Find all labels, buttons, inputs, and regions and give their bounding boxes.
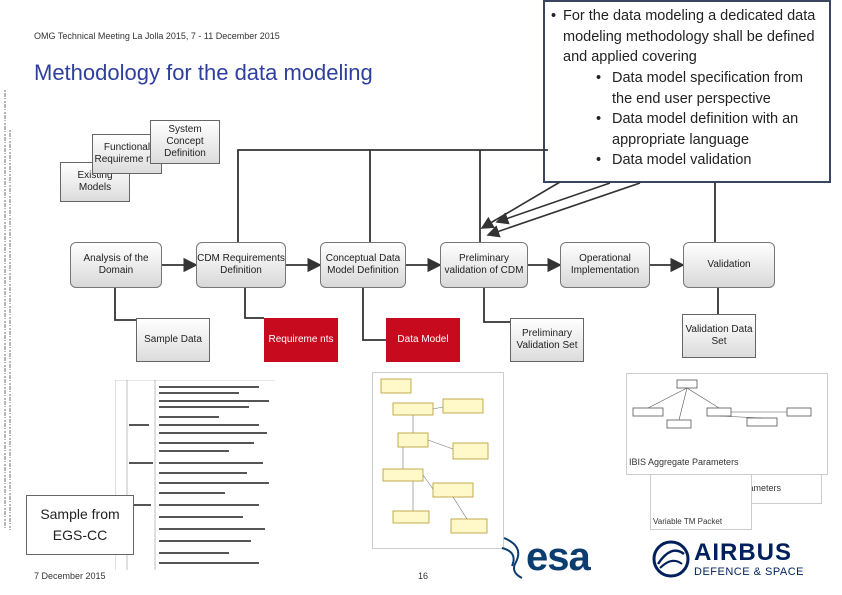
airbus-emblem-icon <box>652 540 690 578</box>
process-node: CDM Requirements Definition <box>196 242 286 288</box>
process-node: Operational Implementation <box>560 242 650 288</box>
airbus-subtitle: DEFENCE & SPACE <box>694 566 804 578</box>
callout-item: Data model definition with an appropriat… <box>596 109 822 150</box>
meeting-header: OMG Technical Meeting La Jolla 2015, 7 -… <box>34 31 280 41</box>
process-node: Conceptual Data Model Definition <box>320 242 406 288</box>
variable-tm-packet-thumbnail: Variable TM Packet <box>650 470 752 530</box>
footer-page-number: 16 <box>418 571 429 581</box>
process-node: Analysis of the Domain <box>70 242 162 288</box>
callout-main-bullet: For the data modeling a dedicated data m… <box>551 6 823 68</box>
sample-from-egs-cc-box: Sample from EGS-CC <box>26 495 134 555</box>
validation-data-set-box: Validation Data Set <box>682 314 756 358</box>
page-title: Methodology for the data modeling <box>34 60 373 85</box>
callout-item: Data model specification from the end us… <box>596 68 822 109</box>
aggregate-diagram <box>632 379 812 429</box>
callout-item: Data model validation <box>596 150 822 171</box>
legal-sidebar-text <box>4 90 11 530</box>
data-model-box: Data Model <box>386 318 460 362</box>
footer-date: 7 December 2015 <box>34 571 106 581</box>
esa-emblem-icon <box>501 537 523 579</box>
requirements-box: Requireme nts <box>264 318 338 362</box>
aggregate-parameters-thumbnail: IBIS Aggregate Parameters <box>626 373 828 475</box>
variable-tm-packet-label: Variable TM Packet <box>653 517 723 526</box>
aggregate-parameters-label: IBIS Aggregate Parameters <box>629 457 739 467</box>
esa-logo: esa <box>526 535 591 579</box>
requirements-table-thumbnail <box>115 380 275 570</box>
sample-data-box: Sample Data <box>136 318 210 362</box>
process-node: Preliminary validation of CDM <box>440 242 528 288</box>
preliminary-validation-set-box: Preliminary Validation Set <box>510 318 584 362</box>
airbus-logo-text: AIRBUS <box>694 539 793 566</box>
data-model-uml-thumbnail <box>372 372 504 549</box>
callout-box: For the data modeling a dedicated data m… <box>543 0 831 183</box>
process-node: Validation <box>683 242 775 288</box>
system-concept-box: System Concept Definition <box>150 120 220 164</box>
